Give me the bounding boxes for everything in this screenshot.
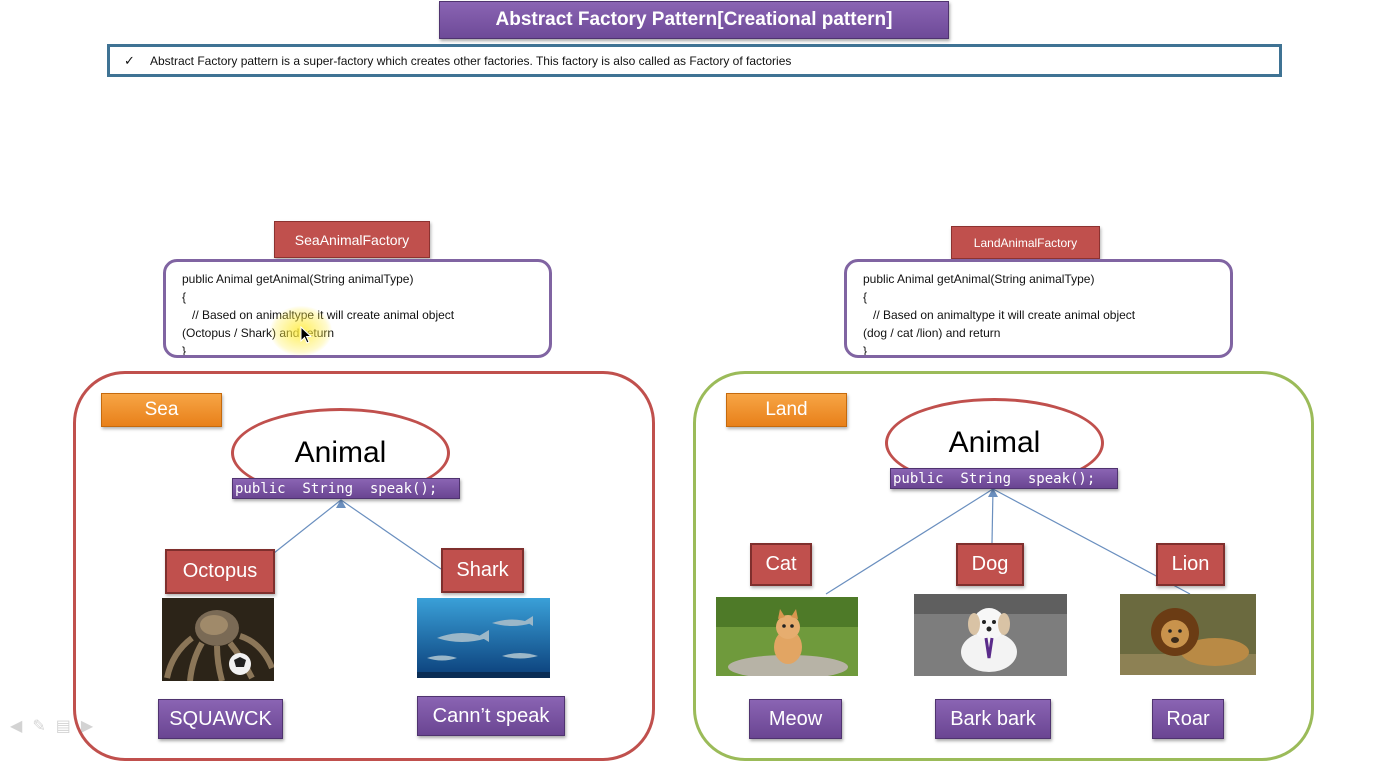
description-text: Abstract Factory pattern is a super-fact…: [150, 53, 792, 68]
previous-slide-icon[interactable]: ◀: [10, 718, 23, 735]
code-line: public Animal getAnimal(String animalTyp…: [863, 272, 1095, 286]
sea-animal-factory-label: SeaAnimalFactory: [274, 221, 430, 258]
dog-image: [914, 594, 1067, 676]
code-line: {: [182, 290, 187, 304]
description-box: ✓ Abstract Factory pattern is a super-fa…: [107, 44, 1282, 77]
page-title: Abstract Factory Pattern[Creational patt…: [439, 1, 949, 39]
code-comment: // Based on animaltype it will create an…: [873, 308, 1136, 322]
shark-image: [417, 598, 550, 678]
cat-class: Cat: [750, 543, 812, 586]
dog-sound: Bark bark: [935, 699, 1051, 739]
lion-sound: Roar: [1152, 699, 1224, 739]
next-slide-icon[interactable]: ▶: [80, 718, 94, 735]
shark-sound: Cann’t speak: [417, 696, 565, 736]
land-factory-code: public Animal getAnimal(String animalTyp…: [844, 259, 1233, 358]
shark-class: Shark: [441, 548, 524, 593]
octopus-sound: SQUAWCK: [158, 699, 283, 739]
lion-image: [1120, 594, 1256, 675]
code-line: }: [182, 344, 187, 358]
cat-sound: Meow: [749, 699, 842, 739]
land-animal-factory-label: LandAnimalFactory: [951, 226, 1100, 259]
checkmark-icon: ✓: [124, 52, 135, 68]
sea-speak-method: public String speak();: [232, 478, 460, 499]
land-label: Land: [726, 393, 847, 427]
sea-label: Sea: [101, 393, 222, 427]
code-line: }: [863, 344, 868, 358]
code-line: {: [863, 290, 868, 304]
code-line: public Animal getAnimal(String animalTyp…: [182, 272, 414, 286]
lion-class: Lion: [1156, 543, 1225, 586]
pen-icon[interactable]: ✎: [32, 718, 46, 735]
cat-image: [716, 597, 858, 676]
code-line: (dog / cat /lion) and return: [863, 326, 1001, 340]
octopus-class: Octopus: [165, 549, 275, 594]
code-line: (Octopus / Shark) and return: [182, 326, 335, 340]
code-comment: // Based on animaltype it will create an…: [192, 308, 455, 322]
slideshow-controls: ◀ ✎ ▤ ▶: [10, 716, 93, 736]
land-speak-method: public String speak();: [890, 468, 1118, 489]
mouse-cursor-icon: [300, 326, 312, 344]
octopus-image: [162, 598, 274, 681]
menu-icon[interactable]: ▤: [55, 718, 71, 735]
sea-factory-code: public Animal getAnimal(String animalTyp…: [163, 259, 552, 358]
dog-class: Dog: [956, 543, 1024, 586]
